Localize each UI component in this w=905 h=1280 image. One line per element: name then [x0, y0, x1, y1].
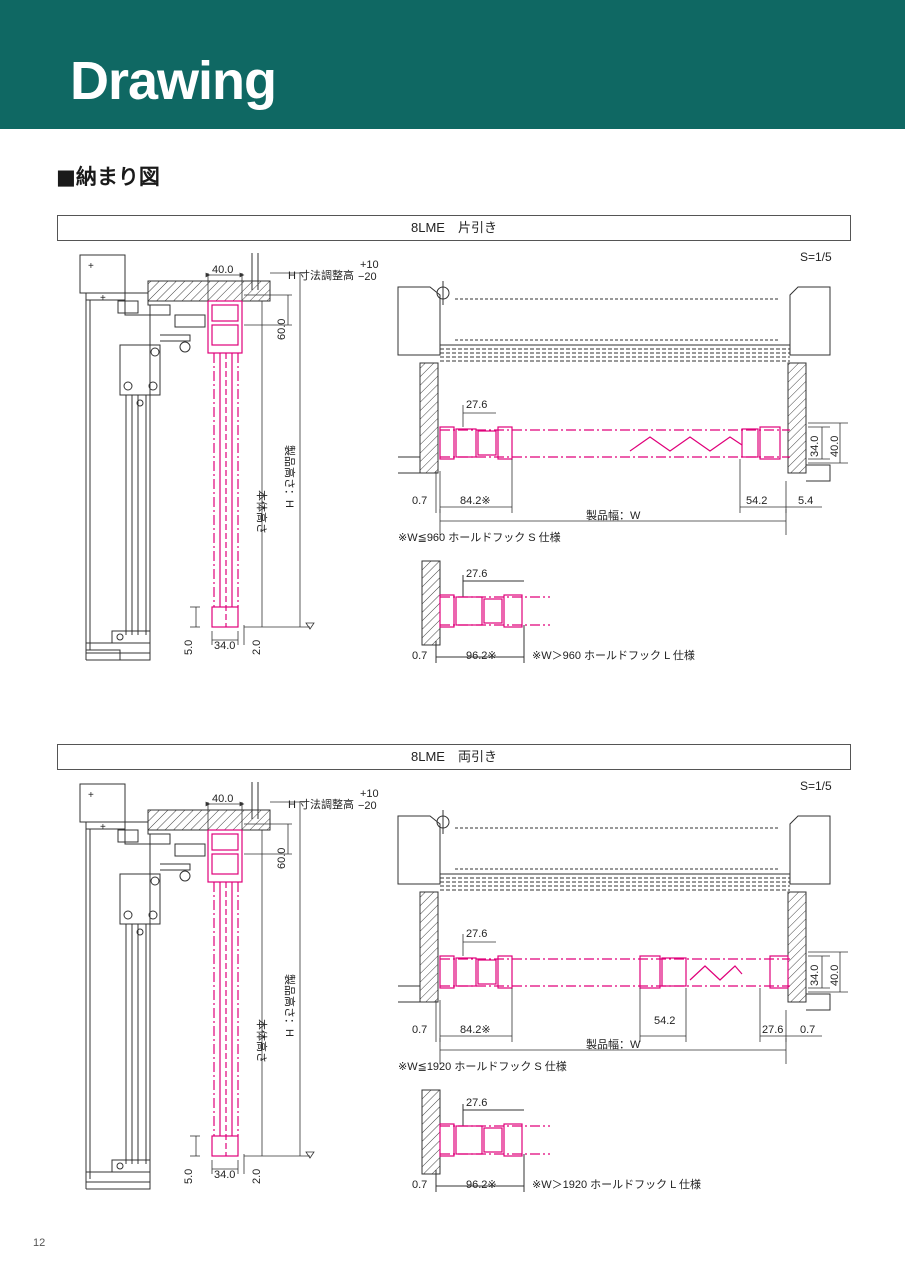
- dim-floor-clearance: 2.0: [251, 1169, 263, 1184]
- page-number: 12: [33, 1237, 46, 1249]
- vertical-section: + +: [79, 782, 271, 1190]
- detail-dim-07: 0.7: [412, 1179, 427, 1191]
- dim-door-depth: 34.0: [214, 1169, 235, 1181]
- plan-dim-34: 34.0: [809, 965, 821, 986]
- plan-dim-07: 0.7: [412, 1024, 427, 1036]
- plan-dim-276-right: 27.6: [762, 1024, 783, 1036]
- scale-label: S=1/5: [800, 250, 832, 264]
- dim-door-depth: 34.0: [214, 640, 235, 652]
- drawing-single-sliding: + +: [79, 250, 848, 663]
- section-top-width: 40.0: [212, 264, 233, 276]
- dim-head-height: 60.0: [276, 319, 288, 340]
- plan-dim-34: 34.0: [809, 436, 821, 457]
- h-adjust-label: H 寸法調整高: [288, 268, 354, 282]
- plan-dim-07: 0.7: [412, 495, 427, 507]
- svg-text:+: +: [100, 822, 106, 833]
- product-height-label: 製品高さ：H: [283, 974, 297, 1037]
- svg-text:+: +: [100, 293, 106, 304]
- detail-dim-96: 96.2※: [466, 1179, 497, 1191]
- plan-dimensions: [435, 934, 848, 1064]
- svg-text:+: +: [88, 261, 94, 272]
- plan-dim-right: 0.7: [800, 1024, 815, 1036]
- plan-dim-542: 54.2: [746, 495, 767, 507]
- dim-floor-clearance: 2.0: [251, 640, 263, 655]
- detail-dim-27: 27.6: [466, 1097, 487, 1109]
- dim-bottom-gap: 5.0: [183, 640, 195, 655]
- plan-dim-40: 40.0: [829, 965, 841, 986]
- plan-dim-27: 27.6: [466, 928, 487, 940]
- plan-dim-27: 27.6: [466, 399, 487, 411]
- product-width-label: 製品幅：W: [586, 508, 641, 522]
- door-profile-plan: [439, 955, 790, 989]
- vertical-section: + +: [79, 253, 271, 661]
- panel-title-bar: 8LME 片引き: [57, 215, 851, 241]
- detail-dim-27: 27.6: [466, 568, 487, 580]
- product-height-label: 製品高さ：H: [283, 445, 297, 508]
- detail-door-profile: [439, 594, 550, 628]
- section-dimensions: [190, 272, 315, 645]
- detail-dim-96: 96.2※: [466, 650, 497, 662]
- tolerance-minus: −20: [358, 271, 377, 283]
- note-hook-s: ※W≦960 ホールドフック S 仕様: [398, 530, 561, 544]
- section-top-width: 40.0: [212, 793, 233, 805]
- plan-dim-84: 84.2※: [460, 1024, 491, 1036]
- plan-dim-right: 5.4: [798, 495, 813, 507]
- svg-text:+: +: [88, 790, 94, 801]
- note-hook-s: ※W≦1920 ホールドフック S 仕様: [398, 1059, 567, 1073]
- tolerance-plus: +10: [360, 259, 379, 271]
- dim-head-height: 60.0: [276, 848, 288, 869]
- note-hook-l: ※W＞960 ホールドフック L 仕様: [532, 648, 695, 662]
- dim-bottom-gap: 5.0: [183, 1169, 195, 1184]
- tolerance-plus: +10: [360, 788, 379, 800]
- plan-dim-542: 54.2: [654, 1015, 675, 1027]
- page-title: Drawing: [70, 51, 277, 111]
- plan-dimensions: [435, 405, 848, 535]
- header-band: Drawing: [0, 0, 905, 129]
- body-height-label: 本体高さ: [255, 1019, 269, 1063]
- section-dimensions: [190, 801, 315, 1174]
- product-width-label: 製品幅：W: [586, 1037, 641, 1051]
- panel-title-bar: 8LME 両引き: [57, 744, 851, 770]
- door-profile-section: [207, 829, 243, 1157]
- door-profile-section: [207, 300, 243, 628]
- plan-view: [397, 281, 831, 482]
- scale-label: S=1/5: [800, 779, 832, 793]
- door-profile-plan: [439, 426, 790, 460]
- h-adjust-label: H 寸法調整高: [288, 797, 354, 811]
- plan-dim-40: 40.0: [829, 436, 841, 457]
- drawing-bi-parting-sliding: + +: [79, 779, 848, 1192]
- plan-dim-84: 84.2※: [460, 495, 491, 507]
- section-title: ■納まり図: [56, 165, 160, 189]
- detail-dim-07: 0.7: [412, 650, 427, 662]
- detail-door-profile: [439, 1123, 550, 1157]
- note-hook-l: ※W＞1920 ホールドフック L 仕様: [532, 1177, 701, 1191]
- plan-view: [397, 810, 831, 1011]
- body-height-label: 本体高さ: [255, 490, 269, 534]
- tolerance-minus: −20: [358, 800, 377, 812]
